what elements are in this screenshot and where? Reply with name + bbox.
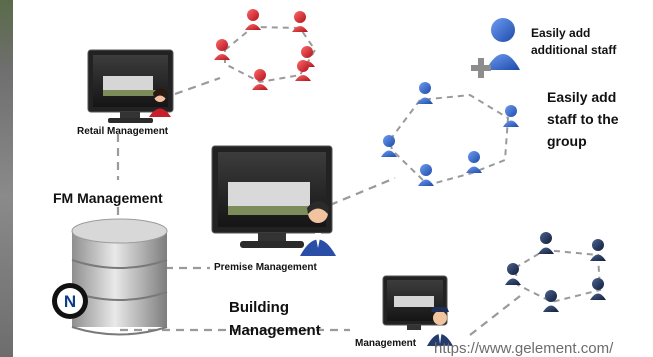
person-icon	[543, 290, 559, 312]
easily-add-group-line3: group	[547, 133, 587, 149]
fm-management-label: FM Management	[53, 190, 163, 206]
building-management-line1: Building	[229, 299, 289, 316]
easily-add-group-line1: Easily add	[547, 89, 617, 105]
monitor-icon	[87, 49, 174, 123]
person-icon	[503, 105, 519, 127]
person-icon	[486, 18, 520, 70]
person-icon	[381, 135, 397, 157]
person-icon	[505, 263, 521, 285]
monitor-icon	[382, 275, 448, 330]
red-group	[214, 9, 315, 90]
person-icon	[538, 232, 554, 254]
person-icon	[418, 164, 434, 186]
blue-group-ring	[388, 93, 510, 187]
n-logo-icon: N	[52, 283, 88, 319]
person-icon	[590, 278, 606, 300]
person-icon	[417, 82, 433, 104]
person-icon	[590, 239, 606, 261]
retail-management-label: Retail Management	[77, 126, 169, 137]
easily-add-line2: additional staff	[531, 43, 617, 57]
easily-add-group-line2: staff to the	[547, 111, 619, 127]
database-server-icon	[71, 218, 168, 336]
svg-text:N: N	[64, 292, 76, 311]
person-icon	[300, 200, 336, 256]
person-icon	[252, 69, 268, 90]
monitor-icon	[211, 145, 333, 248]
person-icon	[292, 11, 308, 32]
person-icon	[214, 39, 230, 60]
blue-group	[381, 82, 519, 186]
plus-icon	[471, 58, 491, 78]
easily-add-line1: Easily add	[531, 26, 591, 40]
premise-management-label: Premise Management	[214, 262, 317, 273]
person-icon	[149, 88, 171, 117]
person-icon	[427, 307, 453, 346]
left-edge-strip	[0, 0, 13, 357]
red-group-ring	[224, 25, 317, 84]
navy-group-ring	[513, 248, 602, 304]
person-icon	[466, 151, 482, 173]
connector-lines	[116, 76, 521, 336]
navy-group	[505, 232, 606, 312]
building-management-line2: Management	[229, 322, 321, 339]
building-management-label: Building Management	[229, 296, 321, 342]
easily-add-additional-staff-label: Easily add additional staff	[531, 25, 616, 59]
watermark-url[interactable]: https://www.gelement.com/	[434, 340, 614, 357]
person-icon	[245, 9, 261, 30]
person-icon	[295, 60, 311, 81]
easily-add-staff-to-group-label: Easily add staff to the group	[547, 86, 619, 152]
management-label: Management	[355, 338, 417, 349]
